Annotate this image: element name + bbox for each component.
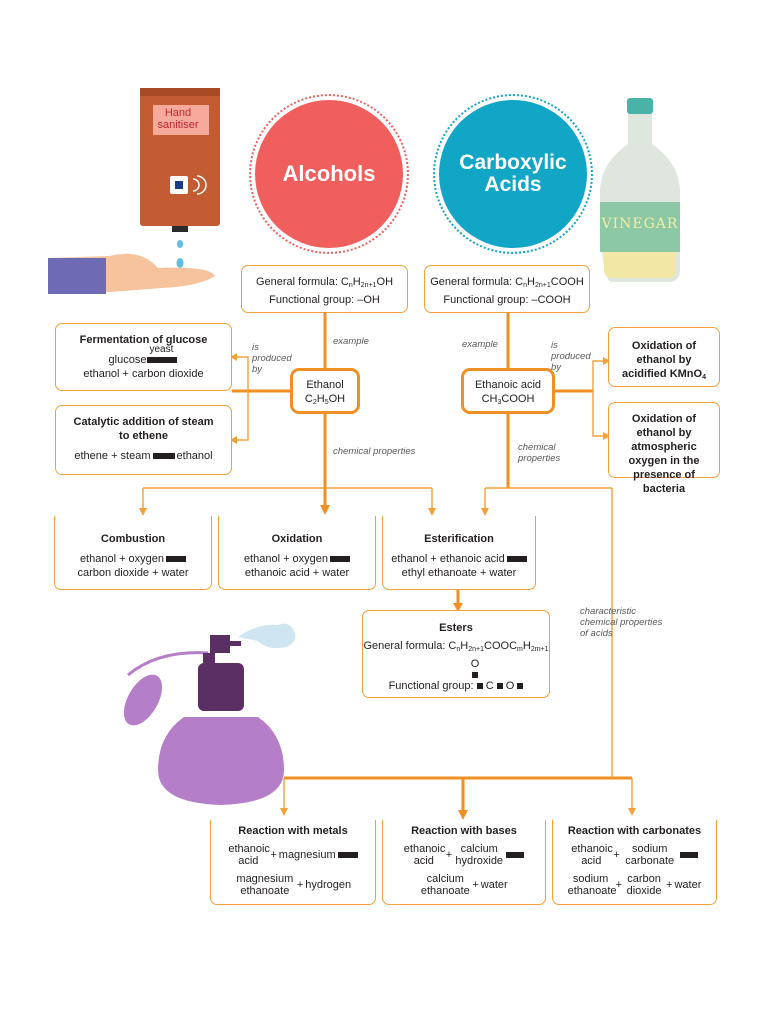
oxidation-kmno4-box: Oxidation of ethanol by acidified KMnO4	[608, 327, 720, 387]
fermentation-title: Fermentation of glucose	[79, 334, 208, 346]
ethanol-box: Ethanol C2H5OH	[290, 368, 360, 414]
alcohols-example-label: example	[333, 336, 369, 347]
chemical-properties-right-label: chemical properties	[518, 442, 561, 464]
reaction-arrow	[506, 852, 525, 858]
ester-double-bond	[363, 671, 549, 679]
esters-general-formula: General formula: CnH2n+1COOCmH2m+1	[363, 640, 549, 653]
oxidation-box: Oxidation ethanol + oxygen ethanoic acid…	[218, 516, 376, 590]
carboxylic-circle: Carboxylic Acids	[439, 100, 587, 248]
carboxylic-general-formula: General formula: CnH2n+1COOH	[430, 276, 584, 289]
alcohols-general-formula: General formula: CnH2n+1OH	[255, 276, 394, 289]
reaction-carbonates-box: Reaction with carbonates ethanoic acid+s…	[552, 820, 717, 905]
ethanoic-acid-name: Ethanoic acid	[474, 379, 542, 391]
vinegar-bottle-illustration	[600, 98, 680, 282]
hand-sanitiser-illustration	[48, 88, 220, 294]
reaction-arrow	[506, 556, 527, 563]
sanitiser-label: Hand sanitiser	[157, 107, 199, 131]
reaction-metals-title: Reaction with metals	[238, 825, 348, 837]
alcohols-circle: Alcohols	[255, 100, 403, 248]
oxidation-bacteria-box: Oxidation of ethanol by atmospheric oxyg…	[608, 402, 720, 495]
reaction-arrow	[337, 852, 358, 858]
carboxylic-title: Carboxylic Acids	[459, 151, 567, 196]
oxidation-bacteria-title: Oxidation of ethanol by atmospheric oxyg…	[628, 413, 700, 495]
esterification-box: Esterification ethanol + ethanoic acid e…	[382, 516, 536, 590]
ethanol-formula: C2H5OH	[304, 393, 346, 406]
reaction-bases-reactants: ethanoic acid+calcium hydroxide	[383, 843, 545, 867]
esterification-title: Esterification	[424, 533, 494, 545]
esters-box: Esters General formula: CnH2n+1COOCmH2m+…	[362, 610, 550, 698]
combustion-line1: ethanol + oxygen	[55, 552, 211, 566]
combustion-title: Combustion	[100, 533, 166, 545]
reaction-metals-reactants: ethanoic acid+magnesium	[211, 843, 375, 867]
reaction-arrow	[166, 556, 187, 563]
oxidation-title: Oxidation	[271, 533, 323, 545]
alcohols-title: Alcohols	[282, 161, 376, 186]
alcohols-functional-group: Functional group: –OH	[269, 294, 380, 306]
reaction-arrow	[679, 852, 698, 858]
reaction-carbonates-reactants: ethanoic acid+sodium carbonate	[553, 843, 716, 867]
oxidation-line2: ethanoic acid + water	[244, 567, 350, 579]
ester-carbonyl-oxygen: O	[470, 658, 480, 670]
ethanoic-acid-formula: CH3COOH	[481, 393, 535, 406]
carboxylic-produced-label: is produced by	[551, 340, 591, 373]
carboxylic-formula-box: General formula: CnH2n+1COOH Functional …	[424, 265, 590, 313]
oxidation-line1: ethanol + oxygen	[219, 552, 375, 566]
combustion-box: Combustion ethanol + oxygen carbon dioxi…	[54, 516, 212, 590]
reaction-carbonates-title: Reaction with carbonates	[567, 825, 702, 837]
carboxylic-ring	[433, 94, 593, 254]
perfume-bottle-illustration	[123, 623, 296, 805]
reaction-arrow	[147, 357, 178, 364]
reaction-bases-products: calcium ethanoate+water	[420, 873, 508, 897]
reaction-metals-box: Reaction with metals ethanoic acid+magne…	[210, 820, 376, 905]
esterification-line1: ethanol + ethanoic acid	[383, 552, 535, 566]
esters-functional-group: Functional group: C O	[363, 679, 549, 693]
reaction-bases-title: Reaction with bases	[411, 825, 517, 837]
ethanol-name: Ethanol	[306, 379, 344, 391]
reaction-arrow	[330, 556, 351, 563]
oxidation-kmno4-title: Oxidation of ethanol by acidified KMnO4	[622, 340, 706, 381]
esterification-line2: ethyl ethanoate + water	[401, 567, 517, 579]
reaction-bases-box: Reaction with bases ethanoic acid+calciu…	[382, 820, 546, 905]
fermentation-reaction-line2: ethanol + carbon dioxide	[83, 368, 204, 380]
characteristic-properties-label: characteristic chemical properties of ac…	[580, 606, 663, 639]
carboxylic-example-label: example	[462, 339, 498, 350]
reaction-metals-products: magnesium ethanoate+hydrogen	[236, 873, 352, 897]
fermentation-catalyst: yeast	[149, 344, 174, 355]
reaction-carbonates-products: sodium ethanoate+carbon dioxide+water	[567, 873, 702, 897]
ethanoic-acid-box: Ethanoic acid CH3COOH	[461, 368, 555, 414]
catalytic-title: Catalytic addition of steam to ethene	[73, 416, 214, 442]
chemical-properties-left-label: chemical properties	[333, 446, 416, 457]
catalytic-addition-box: Catalytic addition of steam to ethene et…	[55, 405, 232, 475]
esters-title: Esters	[439, 622, 473, 634]
alcohols-formula-box: General formula: CnH2n+1OH Functional gr…	[241, 265, 408, 313]
vinegar-label: VINEGAR	[601, 216, 679, 232]
alcohols-ring	[249, 94, 409, 254]
alcohols-produced-label: is produced by	[252, 342, 292, 375]
reaction-arrow	[152, 453, 175, 460]
combustion-line2: carbon dioxide + water	[77, 567, 189, 579]
carboxylic-functional-group: Functional group: –COOH	[443, 294, 571, 306]
